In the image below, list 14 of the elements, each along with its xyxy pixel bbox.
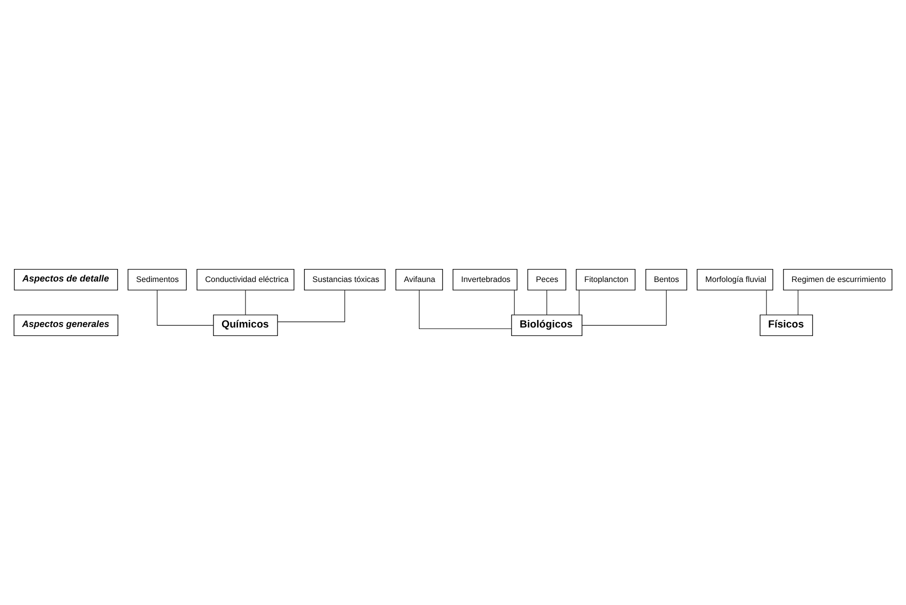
connector — [546, 290, 548, 316]
node-box: Aspectos generales — [14, 314, 118, 336]
connector — [766, 290, 767, 316]
connector — [245, 290, 246, 316]
node-box: Aspectos de detalle — [14, 268, 118, 290]
node-box: Químicos — [213, 314, 278, 336]
connector — [277, 290, 346, 322]
connector — [418, 290, 512, 330]
connector — [514, 290, 515, 316]
connector — [156, 290, 214, 326]
node-box: Biológicos — [511, 314, 582, 336]
connector — [582, 290, 667, 326]
node-box: Físicos — [760, 314, 813, 336]
connector — [578, 290, 580, 316]
